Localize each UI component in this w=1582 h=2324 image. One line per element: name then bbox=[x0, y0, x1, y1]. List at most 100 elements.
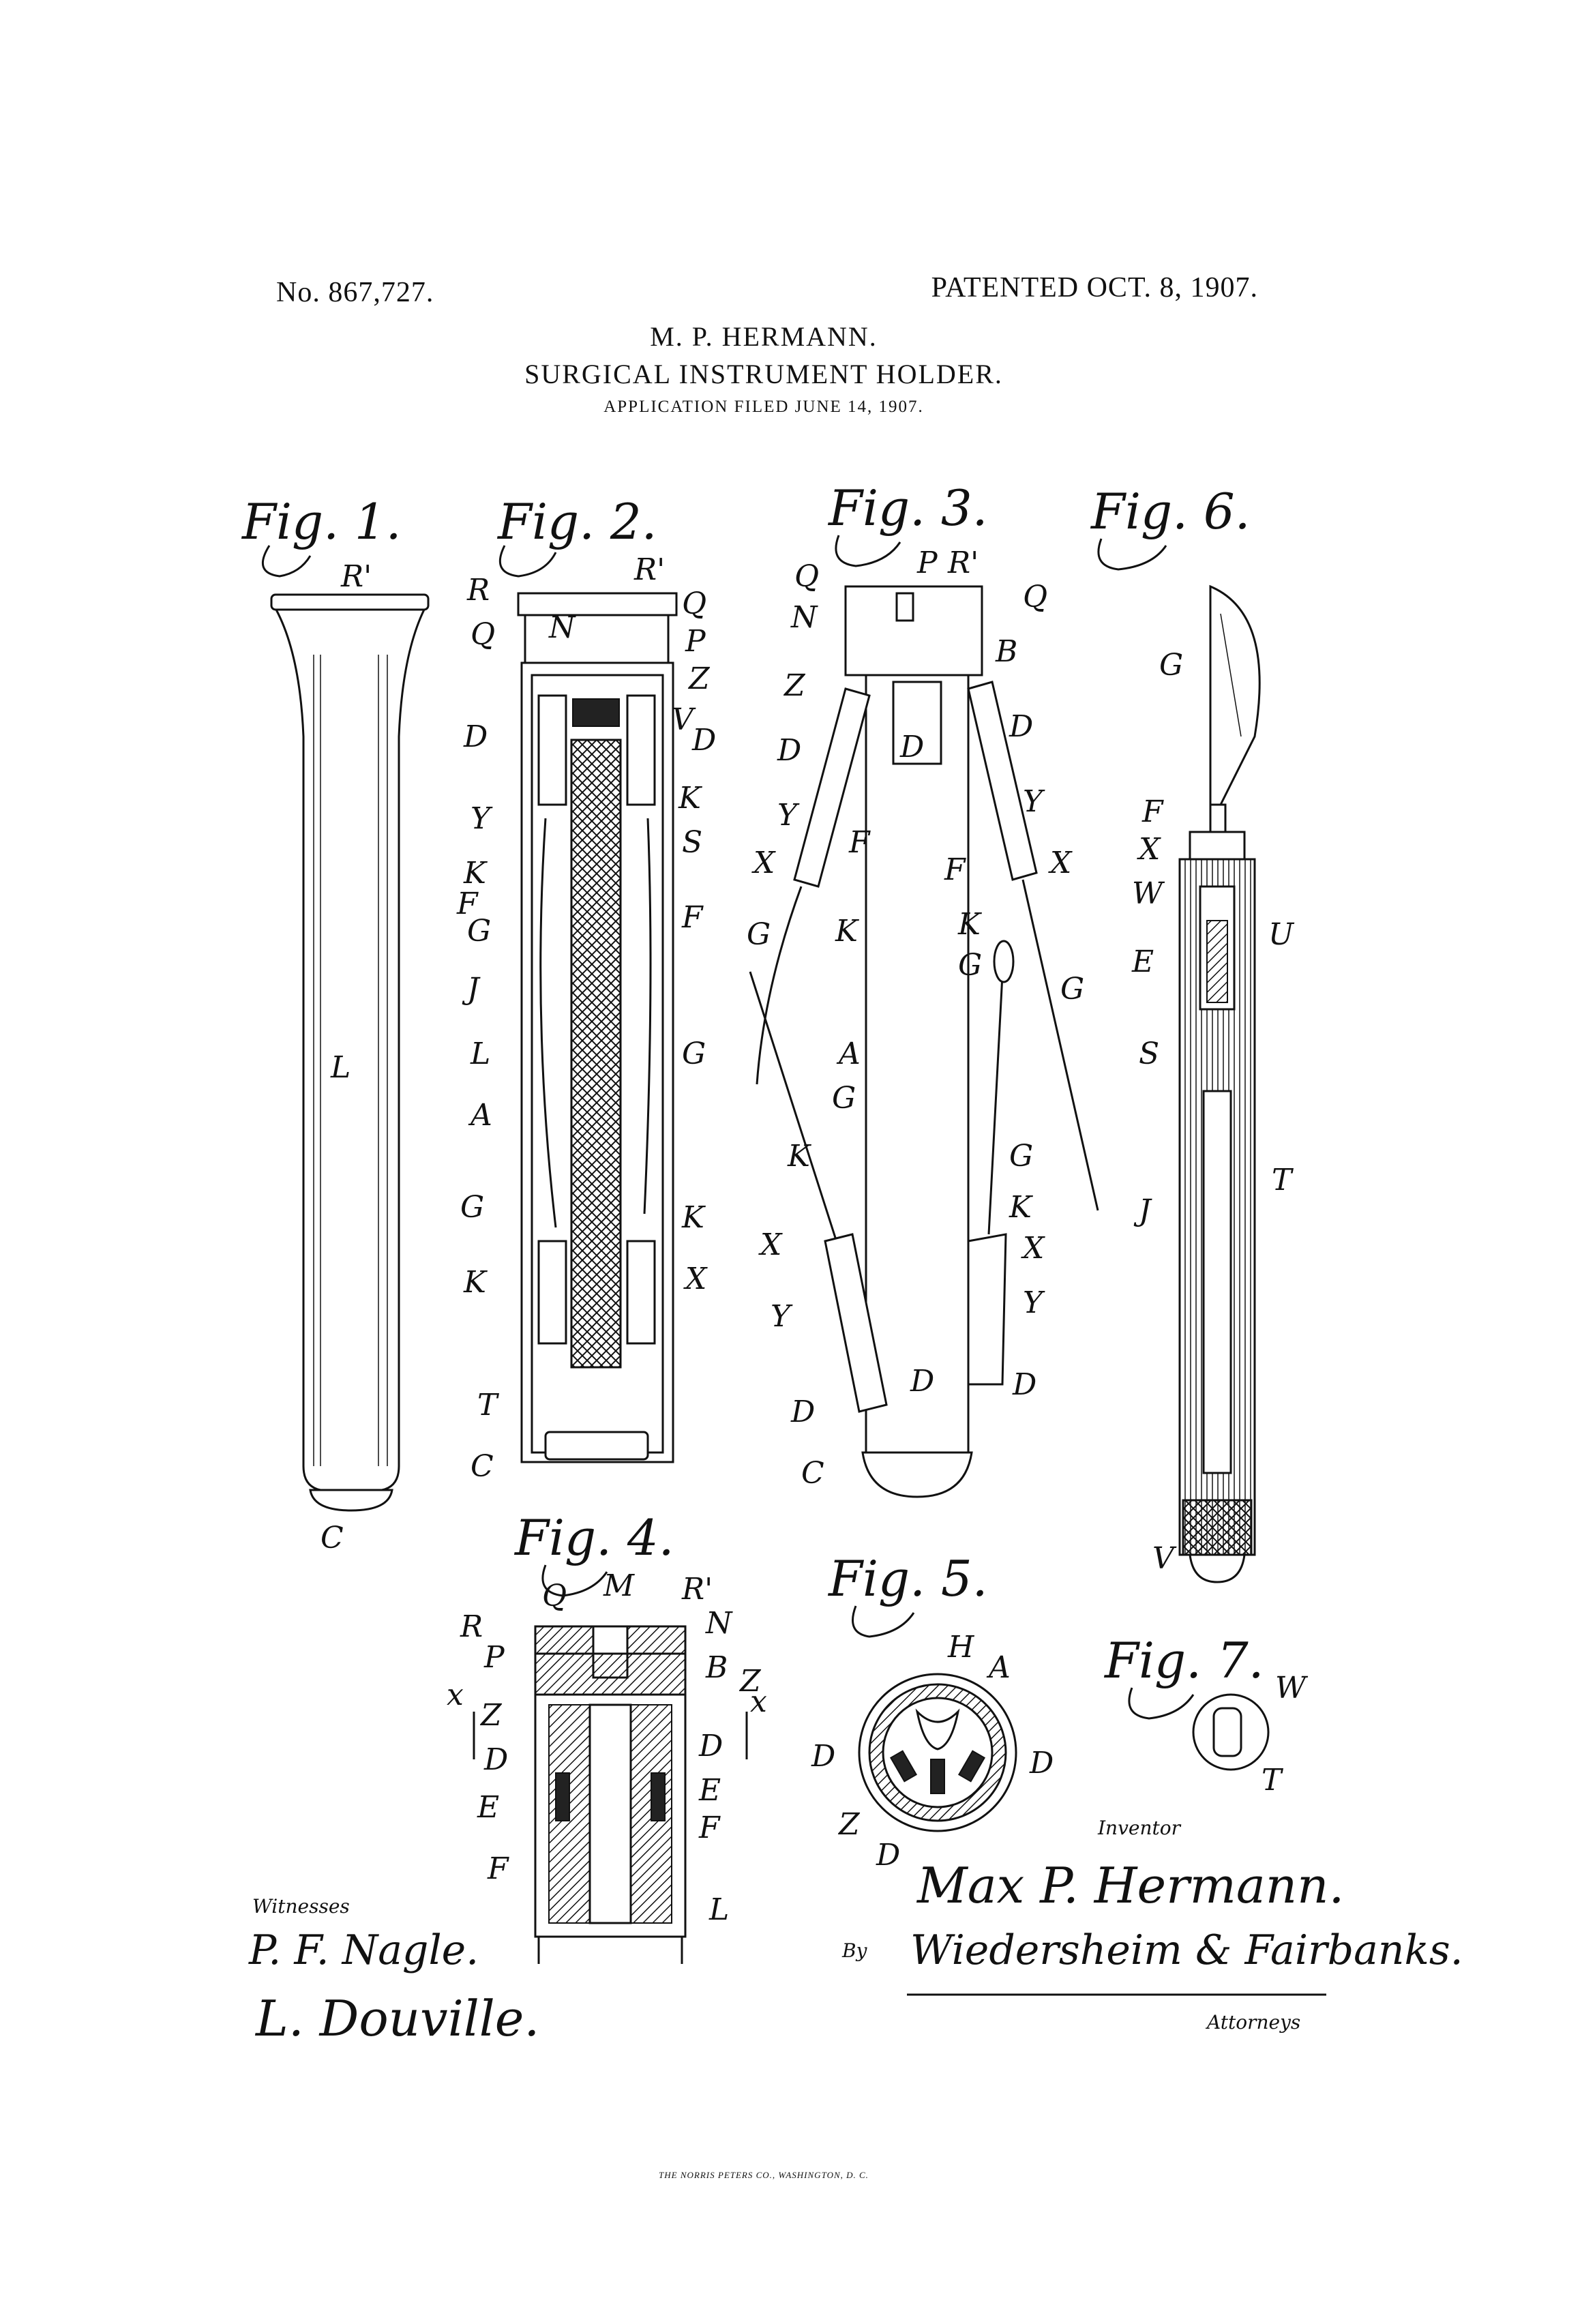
fig4-core bbox=[588, 1703, 632, 1924]
fig3-label-G2: G bbox=[958, 948, 982, 983]
fig2-blade-left bbox=[539, 818, 557, 1228]
fig2-title: Fig. 2. bbox=[496, 493, 657, 550]
fig3-label-D5: D bbox=[1012, 1367, 1036, 1402]
fig6-bore bbox=[1202, 1090, 1232, 1474]
fig3-label-R1: R' bbox=[947, 546, 979, 580]
fig6-label-F: F bbox=[1141, 794, 1164, 829]
fig5-tab bbox=[930, 1759, 945, 1794]
fig1-cap bbox=[309, 1489, 393, 1512]
fig3-core bbox=[865, 674, 970, 1454]
fig5-label-A: A bbox=[986, 1650, 1011, 1685]
fig4-label-x2: x bbox=[750, 1684, 767, 1719]
fig4-label-E2: E bbox=[698, 1773, 721, 1808]
fig1-label-C: C bbox=[320, 1521, 344, 1555]
fig1-label-L: L bbox=[330, 1050, 350, 1085]
witnesses-caption: Witnesses bbox=[252, 1895, 350, 1918]
fig3-label-D4: D bbox=[910, 1364, 934, 1399]
fig3-label-K4: K bbox=[1009, 1190, 1033, 1225]
fig6-end-cap bbox=[1189, 1553, 1246, 1583]
fig3-label-Q2: Q bbox=[1023, 580, 1047, 614]
fig3-label-Y4: Y bbox=[1023, 1285, 1045, 1320]
fig3-label-X2: X bbox=[1048, 846, 1073, 880]
fig3-label-G4: G bbox=[832, 1081, 856, 1116]
fig4-label-Q: Q bbox=[542, 1579, 567, 1613]
fig2-label-Q1: Q bbox=[471, 617, 495, 652]
fig5-label-D2: D bbox=[1029, 1746, 1054, 1781]
fig2-head bbox=[524, 614, 670, 664]
fig1-title-flourish bbox=[262, 545, 312, 578]
fig7-label-T: T bbox=[1262, 1763, 1284, 1798]
fig5-tab bbox=[957, 1750, 986, 1783]
fig4-label-D1: D bbox=[483, 1742, 508, 1777]
inventor-caption: Inventor bbox=[1097, 1817, 1182, 1839]
fig2-cap-dark bbox=[572, 698, 620, 727]
fig2-title-flourish bbox=[498, 545, 557, 578]
figure-7: Fig. 7. W T bbox=[1103, 1632, 1309, 1798]
fig2-label-D2: D bbox=[691, 723, 716, 758]
fig5-title-flourish bbox=[852, 1605, 915, 1638]
fig2-label-F2: F bbox=[681, 900, 704, 935]
fig3-bottom-cap bbox=[861, 1451, 973, 1498]
fig4-head bbox=[534, 1652, 687, 1696]
fig2-label-Q2: Q bbox=[682, 586, 706, 621]
fig3-label-P: P bbox=[916, 546, 938, 580]
fig6-spring bbox=[1206, 920, 1228, 1003]
fig2-label-G3: G bbox=[460, 1190, 484, 1225]
fig3-label-K1: K bbox=[835, 914, 859, 949]
fig6-label-J: J bbox=[1133, 1193, 1152, 1228]
fig6-collar bbox=[1189, 831, 1246, 861]
fig2-label-F1: F bbox=[456, 887, 479, 921]
fig6-title: Fig. 6. bbox=[1090, 483, 1251, 540]
fig6-label-X: X bbox=[1137, 832, 1161, 867]
fig3-label-Q1: Q bbox=[794, 559, 819, 594]
fig5-label-Z: Z bbox=[837, 1807, 861, 1842]
fig2-label-T: T bbox=[477, 1388, 500, 1422]
fig2-label-L: L bbox=[470, 1037, 490, 1071]
fig3-arm-right bbox=[967, 681, 1038, 881]
fig4-title: Fig. 4. bbox=[513, 1509, 674, 1566]
fig4-title-flourish bbox=[541, 1564, 608, 1597]
fig4-label-N: N bbox=[705, 1606, 733, 1641]
fig4-label-P: P bbox=[483, 1640, 505, 1675]
fig3-screw bbox=[895, 592, 914, 622]
fig2-label-V: V bbox=[672, 702, 696, 737]
fig3-label-X3: X bbox=[758, 1227, 783, 1262]
fig6-label-U: U bbox=[1268, 917, 1295, 952]
fig3-label-K3: K bbox=[787, 1139, 811, 1174]
fig4-label-E1: E bbox=[477, 1790, 499, 1825]
figure-6: Fig. 6. G F X W U E S T J V bbox=[1090, 483, 1295, 1583]
fig4-label-F2: F bbox=[698, 1811, 721, 1845]
fig2-socket-right bbox=[626, 694, 656, 806]
fig3-label-G5: G bbox=[1009, 1139, 1033, 1174]
fig3-socket-top bbox=[892, 681, 942, 765]
fig2-label-D1: D bbox=[463, 719, 488, 754]
fig5-inner bbox=[882, 1697, 994, 1808]
fig4-label-B: B bbox=[705, 1650, 728, 1685]
fig6-label-S: S bbox=[1139, 1037, 1159, 1071]
fig2-label-K3: K bbox=[463, 1265, 488, 1300]
fig6-blade-line bbox=[1220, 613, 1242, 737]
fig2-label-R1: R' bbox=[633, 552, 665, 587]
fig3-label-F1: F bbox=[848, 825, 871, 860]
fig3-needle-right bbox=[1021, 879, 1099, 1211]
fig2-label-G2: G bbox=[682, 1037, 706, 1071]
fig4-label-x1: x bbox=[447, 1678, 464, 1712]
fig2-label-Y: Y bbox=[471, 801, 493, 836]
fig7-inner bbox=[1212, 1707, 1242, 1757]
fig3-label-D3: D bbox=[1009, 709, 1033, 744]
fig2-label-G1: G bbox=[467, 914, 491, 949]
fig3-label-D1: D bbox=[777, 733, 801, 768]
patent-number: No. 867,727. bbox=[276, 277, 434, 308]
fig3-label-D2: D bbox=[899, 730, 924, 764]
figure-1: Fig. 1. R' L C bbox=[241, 493, 430, 1555]
patent-date: PATENTED OCT. 8, 1907. bbox=[931, 272, 1258, 303]
witness-2-signature: L. Douville. bbox=[254, 1990, 539, 2047]
signatures: Witnesses P. F. Nagle. L. Douville. Inve… bbox=[248, 1817, 1463, 2047]
fig3-label-C: C bbox=[801, 1456, 824, 1491]
witness-1-signature: P. F. Nagle. bbox=[248, 1926, 479, 1974]
fig6-title-flourish bbox=[1097, 538, 1167, 571]
printer-credit: THE NORRIS PETERS CO., WASHINGTON, D. C. bbox=[659, 2170, 869, 2180]
fig1-rim bbox=[270, 593, 430, 611]
fig3-hook-left bbox=[749, 971, 837, 1238]
